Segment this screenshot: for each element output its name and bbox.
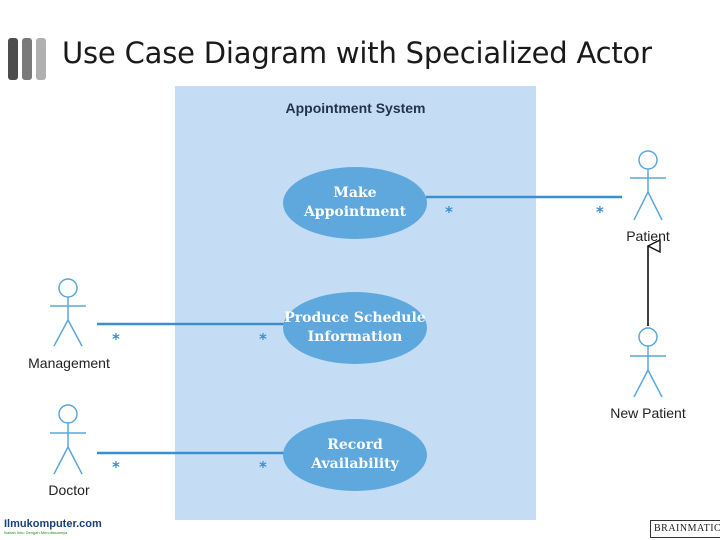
use-case-make-appointment: Make Appointment	[283, 167, 427, 239]
multiplicity-patient: *	[596, 203, 604, 221]
multiplicity-produce-schedule: *	[259, 330, 267, 348]
brainmatics-logo: BRAINMATICS	[650, 520, 720, 538]
slide-title: Use Case Diagram with Specialized Actor	[62, 36, 652, 70]
multiplicity-doctor: *	[112, 458, 120, 476]
actor-label-patient: Patient	[626, 228, 670, 244]
system-label: Appointment System	[285, 100, 426, 116]
multiplicity-record-availability: *	[259, 458, 267, 476]
title-bar-3	[36, 38, 46, 80]
multiplicity-make-appointment: *	[445, 203, 453, 221]
actor-label-new-patient: New Patient	[610, 405, 686, 421]
ilmukomputer-logo: Ilmukomputer.com Ikatlah Ilmu Dengan Men…	[4, 518, 102, 535]
ilmukomputer-tagline: Ikatlah Ilmu Dengan Menuliskannya	[4, 530, 68, 535]
title-bar-2	[22, 38, 32, 80]
actor-patient	[630, 150, 666, 221]
actor-label-management: Management	[28, 355, 110, 371]
use-case-record-availability: Record Availability	[283, 419, 427, 491]
actor-doctor	[50, 404, 86, 475]
ilmukomputer-logo-text: Ilmukomputer.com	[4, 518, 102, 530]
actor-management	[50, 278, 86, 347]
actor-new-patient	[630, 327, 666, 398]
title-decoration	[8, 38, 52, 80]
use-case-produce-schedule: Produce Schedule Information	[283, 292, 427, 364]
multiplicity-management: *	[112, 330, 120, 348]
title-bar-1	[8, 38, 18, 80]
actor-label-doctor: Doctor	[48, 482, 90, 498]
